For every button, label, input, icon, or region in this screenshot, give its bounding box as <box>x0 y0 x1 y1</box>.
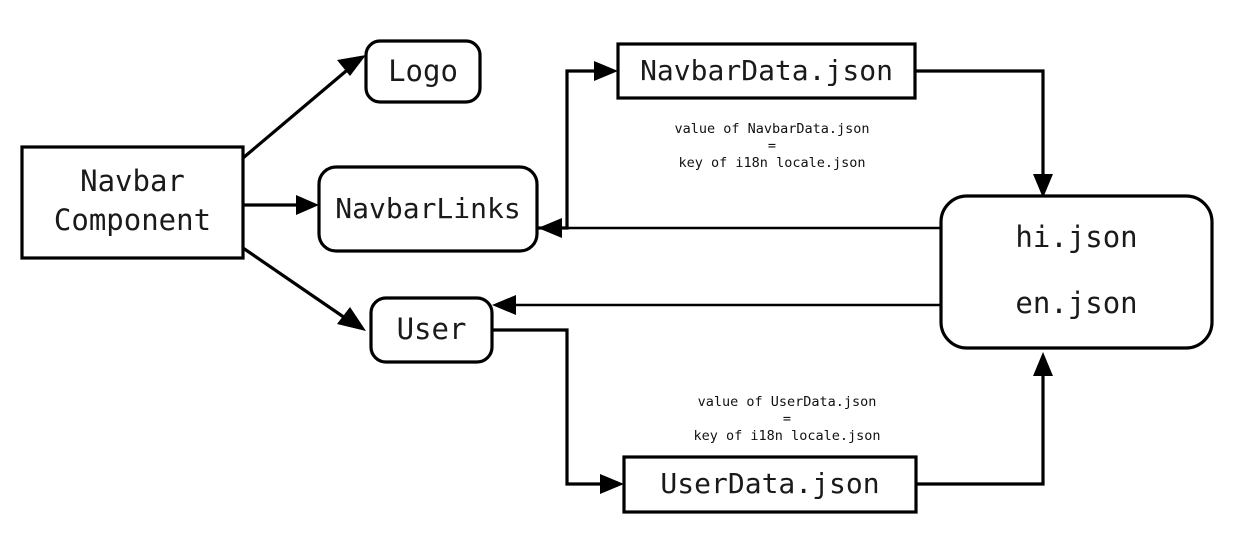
navbar-component-label-line2: Component <box>54 203 211 237</box>
node-user-data-json[interactable]: UserData.json <box>622 455 918 514</box>
node-navbar-links[interactable]: NavbarLinks <box>317 165 539 253</box>
navbar-note-line1: value of NavbarData.json <box>674 121 869 137</box>
node-user[interactable]: User <box>369 296 494 364</box>
node-logo[interactable]: Logo <box>364 39 482 104</box>
locale-en-json-label: en.json <box>1015 286 1137 320</box>
edge-navbardata-to-locales <box>915 69 1053 198</box>
edge-userdata-to-locales <box>916 352 1053 486</box>
navbar-note-line3: key of i18n locale.json <box>679 155 866 171</box>
edge-navbar-component-to-logo <box>241 55 366 160</box>
node-navbar-component[interactable]: Navbar Component <box>20 145 245 260</box>
annotation-navbar-data-note: value of NavbarData.json = key of i18n l… <box>674 121 869 171</box>
edge-navbar-component-to-user <box>242 246 366 331</box>
annotation-user-data-note: value of UserData.json = key of i18n loc… <box>694 394 881 444</box>
node-navbar-data-json[interactable]: NavbarData.json <box>616 42 917 100</box>
user-note-line2: = <box>783 411 791 427</box>
node-locales[interactable]: hi.json en.json <box>939 194 1214 350</box>
edge-navbar-component-to-navbarlinks <box>243 195 319 215</box>
edge-user-to-userdata <box>492 328 624 494</box>
locale-hi-json-label: hi.json <box>1015 220 1137 254</box>
user-note-line1: value of UserData.json <box>698 394 877 410</box>
user-note-line3: key of i18n locale.json <box>694 428 881 444</box>
edge-locales-to-user <box>492 295 941 315</box>
user-data-json-label: UserData.json <box>660 467 879 500</box>
navbar-note-line2: = <box>768 138 776 154</box>
user-label: User <box>397 312 467 346</box>
edge-locales-to-navbarlinks <box>538 218 941 238</box>
navbar-links-label: NavbarLinks <box>335 192 520 225</box>
navbar-component-label-line1: Navbar <box>80 164 185 198</box>
logo-label: Logo <box>388 54 458 88</box>
edge-navbarlinks-to-navbardata <box>537 61 618 230</box>
navbar-data-json-label: NavbarData.json <box>640 54 893 87</box>
